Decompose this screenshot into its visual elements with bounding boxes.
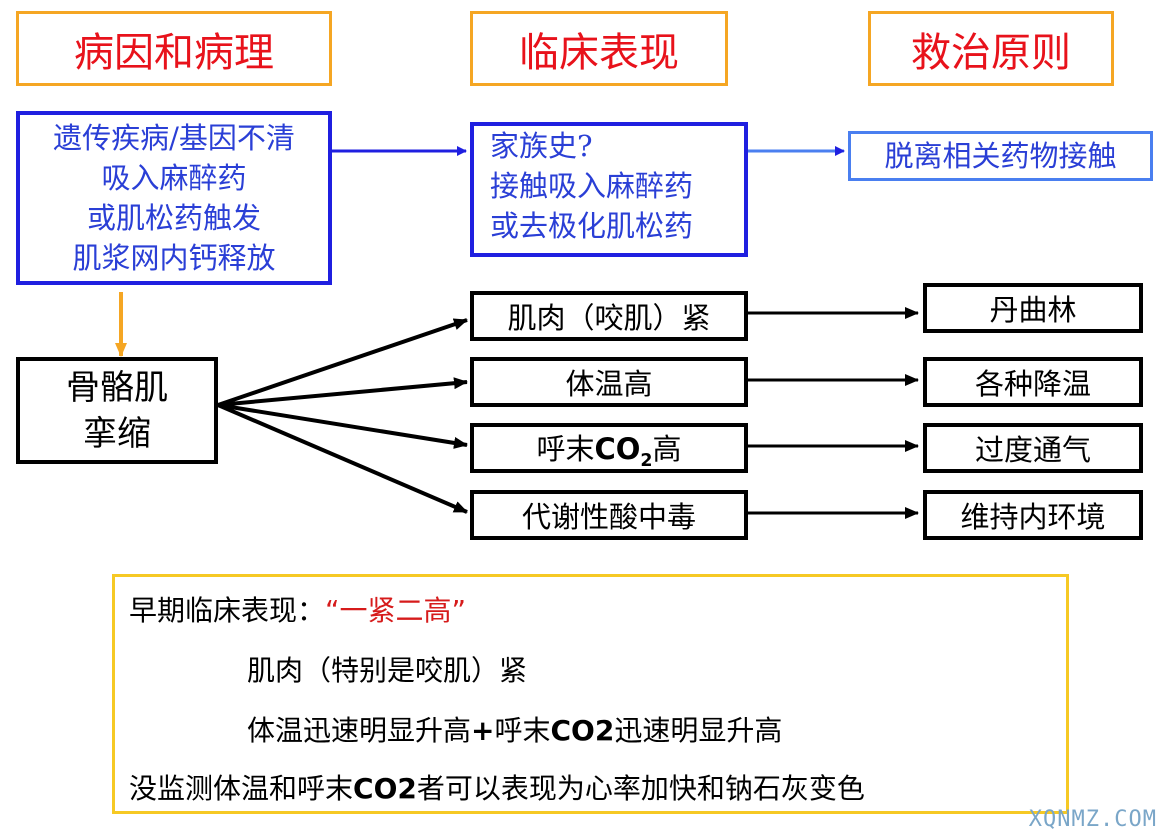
note-line-3-plus: + — [471, 714, 495, 747]
arrow-muscle-to-s2 — [217, 377, 468, 407]
header-etiology-text: 病因和病理 — [74, 29, 274, 76]
cause-box: 遗传疾病/基因不清 吸入麻醉药 或肌松药触发 肌浆网内钙释放 — [16, 111, 332, 285]
symptom-masseter: 肌肉（咬肌）紧 — [470, 291, 748, 341]
avoid-drug-text: 脱离相关药物接触 — [884, 139, 1117, 173]
symptom-etco2-text: 呼末CO2高 — [536, 426, 681, 471]
history-line-2: 接触吸入麻醉药 — [490, 169, 694, 203]
note-line-2: 肌肉（特别是咬肌）紧 — [247, 649, 527, 689]
treatment-homeostasis-text: 维持内环境 — [960, 500, 1106, 534]
note-line-1-label: 早期临床表现： — [129, 594, 326, 627]
etco2-suffix: 高 — [652, 431, 682, 466]
note-line-1-quote: “一紧二高” — [325, 594, 467, 627]
symptom-acidosis-text: 代谢性酸中毒 — [521, 500, 696, 534]
treatment-hyperventilation-text: 过度通气 — [974, 433, 1091, 467]
treatment-homeostasis: 维持内环境 — [923, 490, 1143, 540]
treatment-dantrolene: 丹曲林 — [923, 283, 1143, 333]
symptom-acidosis: 代谢性酸中毒 — [470, 490, 748, 540]
treatment-cooling-text: 各种降温 — [974, 367, 1091, 401]
note-line-4-b: 者可以表现为心率加快和钠石灰变色 — [416, 772, 865, 805]
cause-line-2: 吸入麻醉药 — [101, 161, 247, 195]
history-box: 家族史? 接触吸入麻醉药 或去极化肌松药 — [470, 122, 748, 257]
history-line-1: 家族史? — [490, 129, 593, 163]
note-line-4-co2: CO2 — [353, 772, 417, 805]
muscle-line-1: 骨骼肌 — [66, 367, 168, 408]
treatment-hyperventilation: 过度通气 — [923, 423, 1143, 473]
etco2-prefix: 呼末 — [536, 431, 595, 466]
header-clinical-text: 临床表现 — [519, 29, 679, 76]
avoid-drug-box: 脱离相关药物接触 — [848, 131, 1153, 181]
header-etiology: 病因和病理 — [16, 11, 332, 86]
treatment-dantrolene-text: 丹曲林 — [989, 293, 1077, 327]
symptom-etco2: 呼末CO2高 — [470, 423, 748, 473]
note-line-3-a: 体温迅速明显升高 — [247, 714, 472, 747]
note-line-4-a: 没监测体温和呼末 — [129, 772, 354, 805]
arrow-muscle-to-s3 — [217, 403, 468, 449]
symptom-masseter-text: 肌肉（咬肌）紧 — [507, 301, 711, 335]
cause-line-4: 肌浆网内钙释放 — [72, 241, 276, 275]
note-line-4: 没监测体温和呼末CO2者可以表现为心率加快和钠石灰变色 — [129, 767, 865, 807]
treatment-cooling: 各种降温 — [923, 357, 1143, 407]
note-line-3: 体温迅速明显升高+呼末CO2迅速明显升高 — [247, 709, 782, 749]
cause-line-1: 遗传疾病/基因不清 — [53, 121, 295, 155]
muscle-line-2: 挛缩 — [83, 413, 151, 454]
watermark: XQNMZ.COM — [1028, 807, 1157, 832]
history-line-3: 或去极化肌松药 — [490, 209, 694, 243]
symptom-temperature: 体温高 — [470, 357, 748, 407]
arrow-muscle-to-s4 — [217, 403, 468, 514]
cause-line-3: 或肌松药触发 — [86, 201, 261, 235]
note-line-1: 早期临床表现：“一紧二高” — [129, 589, 466, 629]
arrow-muscle-to-s1 — [217, 318, 468, 407]
etco2-co: CO — [594, 431, 641, 466]
note-line-2-text: 肌肉（特别是咬肌）紧 — [247, 654, 528, 687]
header-treatment: 救治原则 — [868, 11, 1114, 86]
note-line-3-co2: CO2 — [550, 714, 615, 747]
muscle-contracture-box: 骨骼肌 挛缩 — [16, 357, 218, 464]
header-treatment-text: 救治原则 — [911, 29, 1071, 76]
note-line-3-c: 迅速明显升高 — [614, 714, 783, 747]
early-signs-note: 早期临床表现：“一紧二高” 肌肉（特别是咬肌）紧 体温迅速明显升高+呼末CO2迅… — [112, 574, 1069, 814]
header-clinical: 临床表现 — [470, 11, 728, 86]
etco2-subscript: 2 — [640, 450, 653, 471]
note-line-3-b: 呼末 — [494, 714, 551, 747]
symptom-temperature-text: 体温高 — [565, 367, 653, 401]
